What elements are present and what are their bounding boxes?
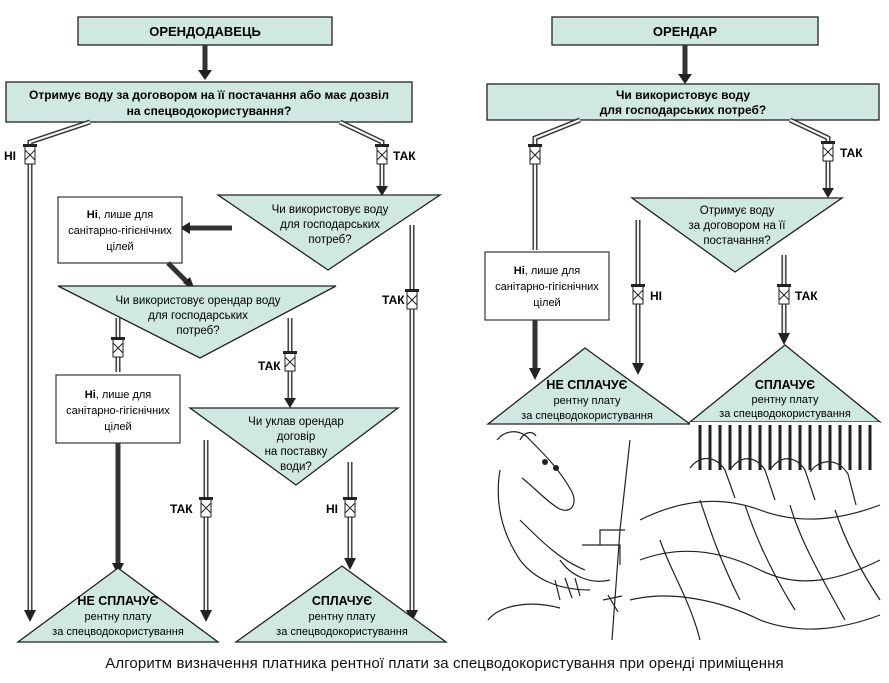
left-result-no-line1: рентну плату xyxy=(85,611,152,623)
valve-icon xyxy=(630,283,646,305)
no-label-left: НІ xyxy=(4,149,16,163)
note-sanitary-2 xyxy=(55,374,181,444)
pipe-tenant-yes xyxy=(788,117,831,190)
right-result-yes-line2: за спецводокористування xyxy=(719,408,851,420)
figure-caption: Алгоритм визначення платника рентної пла… xyxy=(105,655,784,672)
landlord-question-box xyxy=(5,81,413,123)
left-result-no-line2: за спецводокористування xyxy=(52,626,184,638)
tenant-yes-label: ТАК xyxy=(840,146,863,160)
q4-line2: договір xyxy=(277,431,316,443)
right-result-no-line2: за спецводокористування xyxy=(521,410,653,422)
q4-line1: Чи уклав орендар xyxy=(248,416,344,428)
q3-yes-label: ТАК xyxy=(258,359,281,373)
note1-line3: цілей xyxy=(106,241,133,253)
question-triangle-tenant-business-use xyxy=(57,285,337,359)
illustration-person-washing-hands xyxy=(487,431,631,641)
tenant-q2-line2: за договором на її xyxy=(689,220,787,232)
tenant-q2-yes-label: ТАК xyxy=(795,289,818,303)
valve-icon xyxy=(820,140,836,162)
yes-far-label: ТАК xyxy=(382,293,405,307)
yes-label: ТАК xyxy=(393,149,416,163)
q2-line1: Чи використовує воду xyxy=(272,204,389,216)
valve-icon xyxy=(776,283,792,305)
tenant-q2-line3: постачання? xyxy=(703,235,770,247)
q4-no-label: НІ xyxy=(326,502,338,516)
landlord-question-line1: Отримує воду за договором на її постачан… xyxy=(29,88,389,102)
right-result-no-title: НЕ СПЛАЧУЄ xyxy=(546,378,627,392)
left-result-yes-line2: за спецводокористування xyxy=(276,626,408,638)
q4-line4: води? xyxy=(280,461,312,473)
result-not-pay-right xyxy=(486,347,693,425)
q3-line3: потреб? xyxy=(176,325,219,337)
left-result-no-title: НЕ СПЛАЧУЄ xyxy=(77,594,158,608)
tenant-question-triangle-contract xyxy=(629,197,845,273)
illustration-industrial-water-outlets xyxy=(629,422,881,641)
q2-line2: для господарських xyxy=(280,219,380,231)
arrowhead xyxy=(198,70,212,80)
valve-icon xyxy=(374,143,390,165)
note2-line2: санітарно-гігієнічних xyxy=(66,405,170,417)
pipe-no-left xyxy=(27,119,91,612)
tenant-header-box xyxy=(551,16,819,46)
q4-line3: на поставку xyxy=(265,446,328,458)
right-result-yes-line1: рентну плату xyxy=(752,394,819,406)
tenant-question-box xyxy=(486,83,880,121)
tenant-question-line1: Чи використовує воду xyxy=(616,88,750,102)
landlord-header: ОРЕНДОДАВЕЦЬ xyxy=(149,24,261,39)
question-triangle-business-use xyxy=(215,194,443,271)
pipe-tenant-no xyxy=(532,117,581,250)
q3-line2: для господарських xyxy=(148,310,248,322)
q2-line3: потреб? xyxy=(308,234,351,246)
tenant-header: ОРЕНДАР xyxy=(653,24,717,39)
valve-icon xyxy=(282,350,298,372)
tenant-note-sanitary xyxy=(484,251,610,321)
right-result-yes-title: СПЛАЧУЄ xyxy=(755,378,815,392)
valve-icon xyxy=(22,143,38,165)
result-pay-left xyxy=(233,565,448,643)
tenant-question-line2: для господарських потреб? xyxy=(600,103,767,117)
tenant-note-line1: Ні, лише для xyxy=(514,265,581,277)
landlord-question-line2: на спецводокористування? xyxy=(127,104,292,118)
q3-line1: Чи використовує орендар воду xyxy=(116,295,281,307)
note1-line1: Ні, лише для xyxy=(87,209,154,221)
valve-icon xyxy=(110,336,126,358)
tenant-q2-line1: Отримує воду xyxy=(700,205,775,217)
right-result-no-line1: рентну плату xyxy=(554,395,621,407)
flowchart: ОРЕНДОДАВЕЦЬ Отримує воду за договором н… xyxy=(4,16,882,643)
note1-line2: санітарно-гігієнічних xyxy=(68,225,172,237)
left-result-yes-title: СПЛАЧУЄ xyxy=(312,594,372,608)
landlord-header-box xyxy=(77,16,333,46)
question-triangle-supply-contract xyxy=(187,407,400,486)
note2-line1: Ні, лише для xyxy=(85,389,152,401)
tenant-note-line3: цілей xyxy=(533,297,560,309)
note-sanitary-1 xyxy=(57,196,183,264)
q4-yes-label: ТАК xyxy=(170,502,193,516)
left-result-yes-line1: рентну плату xyxy=(309,611,376,623)
tenant-q2-no-label: НІ xyxy=(650,289,662,303)
valve-icon xyxy=(404,288,420,310)
tenant-note-line2: санітарно-гігієнічних xyxy=(495,281,599,293)
note2-line3: цілей xyxy=(104,421,131,433)
valve-icon xyxy=(527,143,543,165)
valve-icon xyxy=(342,496,358,518)
result-not-pay-left xyxy=(16,567,220,643)
valve-icon xyxy=(198,496,214,518)
